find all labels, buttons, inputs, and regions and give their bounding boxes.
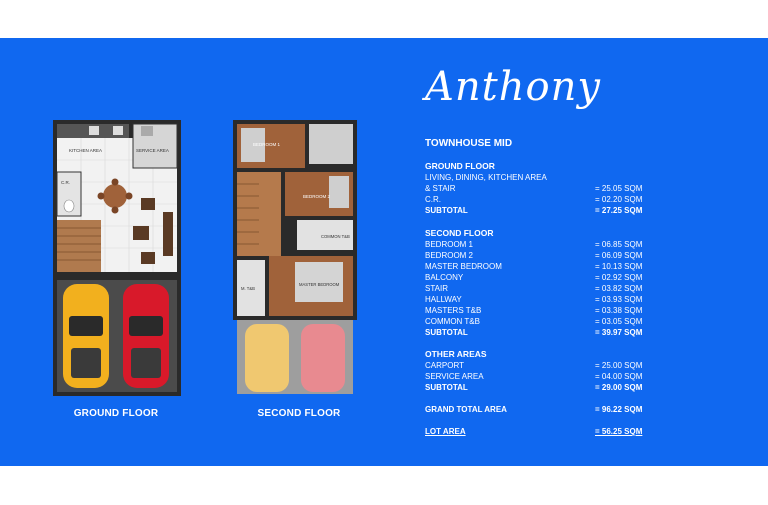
service-area-label: SERVICE AREA [136, 148, 169, 153]
spec-row: C.R. = 02.20 SQM [425, 195, 643, 204]
grand-total-row: GRAND TOTAL AREA = 96.22 SQM [425, 405, 643, 414]
ground-floor-specs: GROUND FLOOR LIVING, DINING, KITCHEN ARE… [425, 161, 665, 216]
spec-row: BEDROOM 1= 06.85 SQM [425, 240, 643, 249]
spec-row: BALCONY= 02.92 SQM [425, 273, 643, 282]
second-floor-caption: SECOND FLOOR [257, 408, 341, 419]
master-tb-label: M. T&B [241, 286, 255, 291]
other-subtotal-row: SUBTOTAL = 29.00 SQM [425, 383, 643, 392]
master-bedroom-label: MASTER BEDROOM [299, 282, 340, 287]
kitchen-area-label: KITCHEN AREA [69, 148, 102, 153]
bedroom2-label: BEDROOM 2 [303, 194, 331, 199]
model-name-title: Anthony [425, 64, 601, 110]
spec-row: STAIR= 03.82 SQM [425, 284, 643, 293]
ground-subtotal-row: SUBTOTAL = 27.25 SQM [425, 206, 643, 215]
other-areas-specs: OTHER AREAS CARPORT= 25.00 SQM SERVICE A… [425, 349, 665, 393]
spec-row: CARPORT= 25.00 SQM [425, 361, 643, 370]
common-tb-label: COMMON T&B [321, 234, 350, 239]
second-subtotal-row: SUBTOTAL = 39.97 SQM [425, 328, 643, 337]
spec-row: MASTERS T&B= 03.38 SQM [425, 306, 643, 315]
spec-row: BEDROOM 2= 06.09 SQM [425, 251, 643, 260]
spec-row: HALLWAY= 03.93 SQM [425, 295, 643, 304]
spec-row: & STAIR = 25.05 SQM [425, 184, 643, 193]
model-type-subtitle: TOWNHOUSE MID [425, 138, 513, 149]
spec-row: SERVICE AREA= 04.00 SQM [425, 372, 643, 381]
second-floor-plan: BEDROOM 1 BEDROOM 2 COMMON T&B MASTER BE… [233, 120, 357, 394]
second-floor-specs: SECOND FLOOR BEDROOM 1= 06.85 SQM BEDROO… [425, 228, 665, 338]
lot-area-row: LOT AREA = 56.25 SQM [425, 427, 643, 436]
spec-row: MASTER BEDROOM= 10.13 SQM [425, 262, 643, 271]
ground-floor-header: GROUND FLOOR [425, 161, 495, 171]
ground-floor-plan: SERVICE AREA KITCHEN AREA C.R. [53, 120, 181, 396]
second-floor-header: SECOND FLOOR [425, 228, 494, 238]
ground-floor-caption: GROUND FLOOR [73, 408, 159, 419]
spec-row: LIVING, DINING, KITCHEN AREA [425, 173, 547, 182]
cr-label: C.R. [61, 180, 70, 185]
other-areas-header: OTHER AREAS [425, 349, 487, 359]
spec-row: COMMON T&B= 03.05 SQM [425, 317, 643, 326]
bedroom1-label: BEDROOM 1 [253, 142, 281, 147]
